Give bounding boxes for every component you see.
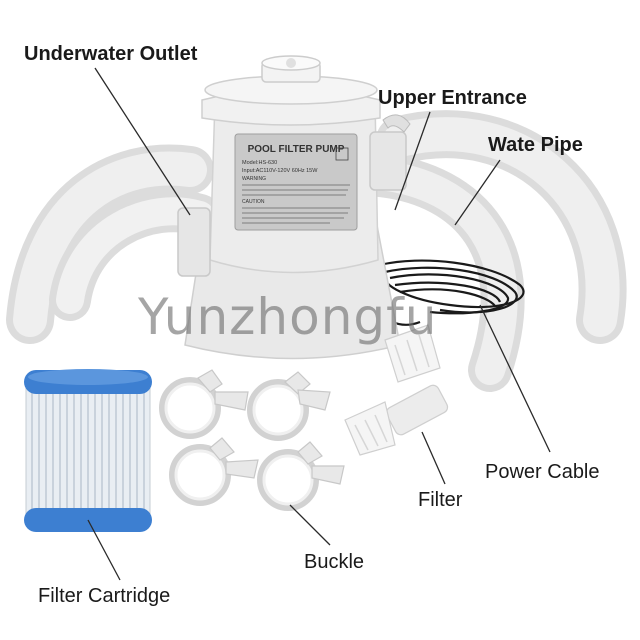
filter-strainers [344, 324, 449, 456]
water-pipe-hose [6, 110, 627, 392]
label-upper-entrance: Upper Entrance [378, 87, 527, 109]
pump-panel-title: POOL FILTER PUMP [248, 144, 345, 155]
hose-clamp-buckles [159, 377, 319, 511]
pool-filter-pump: POOL FILTER PUMP Model:HS-630 Input:AC11… [177, 55, 411, 360]
label-buckle: Buckle [304, 551, 365, 573]
pump-panel-model: Model:HS-630 [242, 160, 277, 166]
label-wate-pipe: Wate Pipe [488, 134, 583, 156]
pump-panel-caution: CAUTION [242, 199, 265, 205]
watermark: Yunzhongfu [138, 288, 438, 346]
label-power-cable: Power Cable [485, 461, 600, 483]
leader-lines [87, 67, 551, 581]
label-underwater-outlet: Underwater Outlet [24, 43, 198, 65]
buckle-tabs [197, 369, 345, 485]
pump-panel-warning: WARNING [242, 176, 266, 182]
label-filter: Filter [418, 489, 463, 511]
label-filter-cartridge: Filter Cartridge [38, 585, 171, 607]
pump-panel-input: Input:AC110V-120V 60Hz 15W [242, 168, 318, 174]
filter-cartridge [24, 369, 152, 532]
